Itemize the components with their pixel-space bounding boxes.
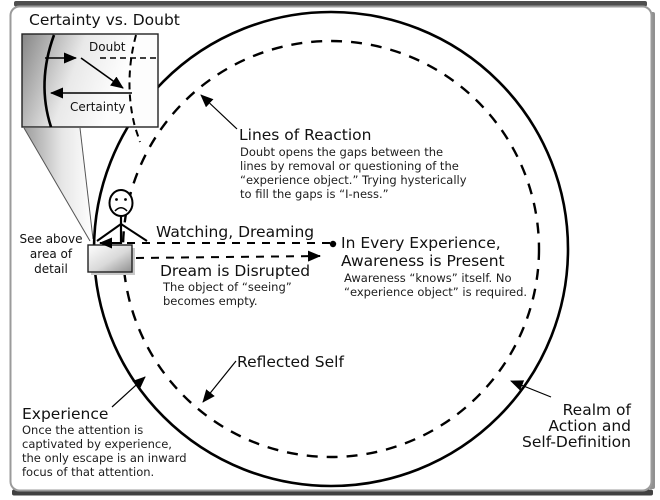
- area-of-detail-box: [87, 244, 133, 273]
- awareness-heading-1: In Every Experience,: [341, 234, 501, 252]
- realm-line-1: Realm of: [563, 401, 632, 419]
- experience-body-line-4: focus of that attention.: [22, 465, 154, 479]
- watching-dreaming-label: Watching, Dreaming: [156, 223, 314, 241]
- awareness-body-line-1: Awareness “knows” itself. No: [344, 271, 512, 285]
- inset-title: Certainty vs. Doubt: [29, 11, 180, 29]
- magnifier-cone-left-edge: [23, 127, 91, 242]
- realm-arrow: [510, 380, 552, 398]
- see-above-line-1: See above: [20, 232, 83, 246]
- inner-dashed-circle: [121, 39, 541, 459]
- area-of-detail: [87, 244, 135, 275]
- doubt-label: Doubt: [89, 40, 126, 54]
- page-frame: [9, 1, 655, 496]
- dream-dashed-arrow: [135, 250, 321, 262]
- doubt-diagonal-arrow: [80, 57, 124, 89]
- experience-body-line-3: the only escape is an inward: [22, 451, 187, 465]
- experience-heading: Experience: [22, 405, 108, 423]
- awareness-point-dot: [329, 240, 337, 248]
- inset-dashed-line: [128, 34, 141, 143]
- stick-figure-right-eye: [124, 198, 127, 201]
- realm-note: Realm of Action and Self-Definition: [522, 401, 631, 451]
- stick-figure-left-eye: [115, 198, 118, 201]
- reflected-self-arrow: [202, 360, 237, 403]
- lines-of-reaction-note: Lines of Reaction Doubt opens the gaps b…: [239, 126, 467, 201]
- realm-line-3: Self-Definition: [522, 433, 631, 451]
- lines-of-reaction-heading: Lines of Reaction: [239, 126, 372, 144]
- experience-arrow: [111, 376, 146, 408]
- reaction-body-line-2: lines by removal or questioning of the: [240, 159, 459, 173]
- experience-note: Experience Once the attention is captiva…: [22, 405, 187, 479]
- certainty-doubt-inset: Doubt Certainty: [21, 33, 159, 143]
- stick-figure-head: [108, 189, 134, 217]
- dream-body-line-2: becomes empty.: [163, 294, 258, 308]
- dream-body-line-1: The object of “seeing”: [162, 280, 292, 294]
- reaction-body-line-4: to fill the gaps is “I-ness.”: [240, 187, 389, 201]
- see-above-line-2: area of: [30, 247, 73, 261]
- awareness-heading-2: Awareness is Present: [341, 252, 505, 270]
- stick-figure-frown: [114, 206, 128, 212]
- certainty-label: Certainty: [70, 100, 126, 114]
- see-above-line-3: detail: [34, 262, 68, 276]
- magnifier-cone-right-edge: [79, 127, 94, 240]
- see-above-note: See above area of detail: [20, 232, 83, 276]
- experience-body-line-1: Once the attention is: [22, 423, 143, 437]
- frame-top-shadow: [14, 1, 647, 7]
- stick-figure-right-arm: [120, 223, 148, 242]
- frame-border: [9, 5, 653, 492]
- awareness-note: In Every Experience, Awareness is Presen…: [341, 234, 527, 299]
- magnifier-cone-fill: [24, 128, 93, 241]
- lines-of-reaction-arrow: [200, 94, 238, 130]
- realm-line-2: Action and: [548, 417, 631, 435]
- reflected-self-label: Reflected Self: [237, 353, 344, 371]
- dream-disrupted-note: Dream is Disrupted The object of “seeing…: [160, 262, 310, 308]
- stick-figure-icon: [96, 189, 148, 244]
- reaction-body-line-1: Doubt opens the gaps between the: [240, 145, 443, 159]
- inset-solid-line: [43, 34, 56, 128]
- awareness-body-line-2: “experience object” is required.: [344, 285, 527, 299]
- dream-disrupted-heading: Dream is Disrupted: [160, 262, 310, 280]
- magnifier-cone: [23, 127, 94, 242]
- experience-body-line-2: captivated by experience,: [22, 437, 172, 451]
- reaction-body-line-3: “experience object.” Trying hysterically: [240, 173, 467, 187]
